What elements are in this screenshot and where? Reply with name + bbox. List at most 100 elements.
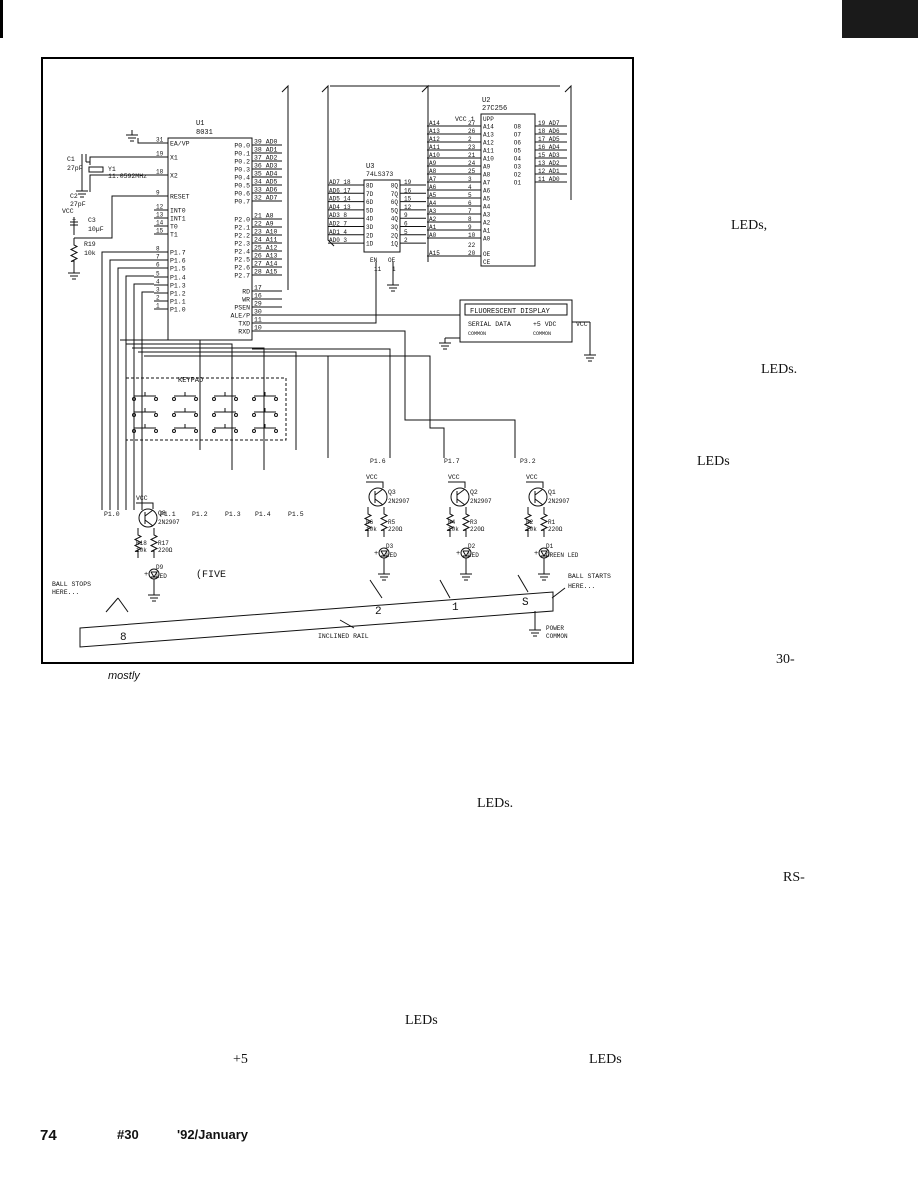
pin-label: RXD [238, 329, 250, 336]
wire [252, 355, 445, 458]
resistor-icon [445, 507, 455, 537]
pin-number: 4 [468, 184, 472, 191]
pin-label: A0 [429, 232, 437, 239]
resistor-label: R6 [366, 519, 374, 526]
pin-label: A1 [429, 224, 437, 231]
pin-number: 1 [392, 266, 396, 273]
keypad-key [194, 429, 198, 433]
pin-label: 12 AD1 [538, 168, 560, 175]
pin-number: 2 [156, 295, 160, 302]
transistor-icon [456, 488, 466, 496]
wire [369, 579, 383, 599]
pin-label: OE [388, 257, 396, 264]
led-label: LED [156, 573, 167, 580]
pin-label: P1.5 [170, 266, 186, 273]
pin-label: O6 [514, 140, 522, 147]
pin-number: 9 [404, 212, 408, 219]
pin-number: 22 A9 [254, 221, 274, 228]
port-label: P1.1 [160, 511, 176, 518]
pin-label: 5D [366, 207, 374, 214]
resistor-value: 10k [136, 547, 147, 554]
pin-number: 39 AD0 [254, 139, 278, 146]
pin-label: P0.4 [234, 175, 250, 182]
rail-position: 1 [452, 602, 459, 614]
wire [564, 84, 572, 200]
pin-number: 20 [468, 250, 476, 257]
pin-number: 15 [156, 228, 164, 235]
resistor-value: 10k [526, 526, 537, 533]
pin-label: A4 [429, 200, 437, 207]
resistor-value: 220Ω [388, 526, 403, 533]
pin-number: 3 [468, 176, 472, 183]
pin-label: 7D [366, 191, 374, 198]
pin-label: ALE/P [230, 313, 250, 320]
polarity-mark: + [374, 550, 378, 558]
pin-label: P1.7 [170, 250, 186, 257]
pin-label: 2Q [391, 232, 399, 239]
led-label: LED [386, 552, 397, 559]
pin-number: 13 [156, 212, 164, 219]
rail-label: POWER [546, 625, 564, 632]
pin-label: A11 [429, 144, 440, 151]
pin-label: AD5 14 [329, 196, 351, 203]
led-label: D1 [546, 543, 554, 550]
pin-number: 12 [156, 204, 164, 211]
pin-label: 16 AD4 [538, 144, 560, 151]
keypad-key [252, 429, 256, 433]
pin-number: 26 A13 [254, 253, 278, 260]
cap-value: 10µF [88, 226, 104, 233]
text-fragment: +5 [233, 1052, 248, 1067]
pin-label: O7 [514, 132, 522, 139]
transistor-type: 2N2907 [548, 498, 570, 505]
keypad-key [154, 413, 158, 417]
pin-label: A1 [483, 228, 491, 235]
port-label: P1.7 [444, 458, 460, 465]
pin-label: 11 AD0 [538, 176, 560, 183]
pin-label: 17 AD5 [538, 136, 560, 143]
keypad-area [125, 377, 287, 441]
pin-number: 34 AD5 [254, 179, 278, 186]
crystal-icon [88, 166, 104, 173]
rail-position: 8 [120, 632, 127, 644]
pin-number: 11 [254, 317, 262, 324]
pin-label: A11 [483, 148, 494, 155]
port-label: P1.2 [192, 511, 208, 518]
resistor-label: R18 [136, 540, 147, 547]
transistor-icon [144, 509, 154, 517]
wire [448, 481, 466, 488]
wire [117, 597, 129, 613]
transistor-label: Q3 [388, 489, 396, 496]
resistor-label: R3 [470, 519, 478, 526]
pin-number: 35 AD4 [254, 171, 278, 178]
resistor-value: 10k [366, 526, 377, 533]
pin-label: A13 [483, 132, 494, 139]
display-pin-label: +5 VDC [533, 321, 557, 328]
keypad-key [154, 397, 158, 401]
transistor-icon [528, 487, 548, 507]
pin-label: A14 [483, 124, 494, 131]
pin-label: P2.4 [234, 249, 250, 256]
resistor-label: R2 [526, 519, 534, 526]
keypad-key [172, 429, 176, 433]
transistor-icon [374, 498, 384, 506]
vcc-label: VCC [526, 474, 538, 481]
transistor-type: 2N2907 [158, 519, 180, 526]
cap-label: C2 [70, 193, 78, 200]
wire [551, 587, 566, 599]
transistor-icon [450, 487, 470, 507]
pin-number: 7 [468, 208, 472, 215]
display-module [459, 299, 573, 343]
polarity-mark: + [144, 571, 148, 579]
wire [144, 355, 329, 458]
port-label: P3.2 [520, 458, 536, 465]
transistor-icon [138, 508, 158, 528]
pin-label: A7 [483, 180, 491, 187]
pin-number: 36 AD3 [254, 163, 278, 170]
pin-number: 37 AD2 [254, 155, 278, 162]
transistor-label: Q1 [548, 489, 556, 496]
wire [120, 339, 201, 450]
pin-label: A9 [483, 164, 491, 171]
pin-label: A8 [429, 168, 437, 175]
pin-number: 15 [404, 196, 412, 203]
pin-label: P2.0 [234, 217, 250, 224]
